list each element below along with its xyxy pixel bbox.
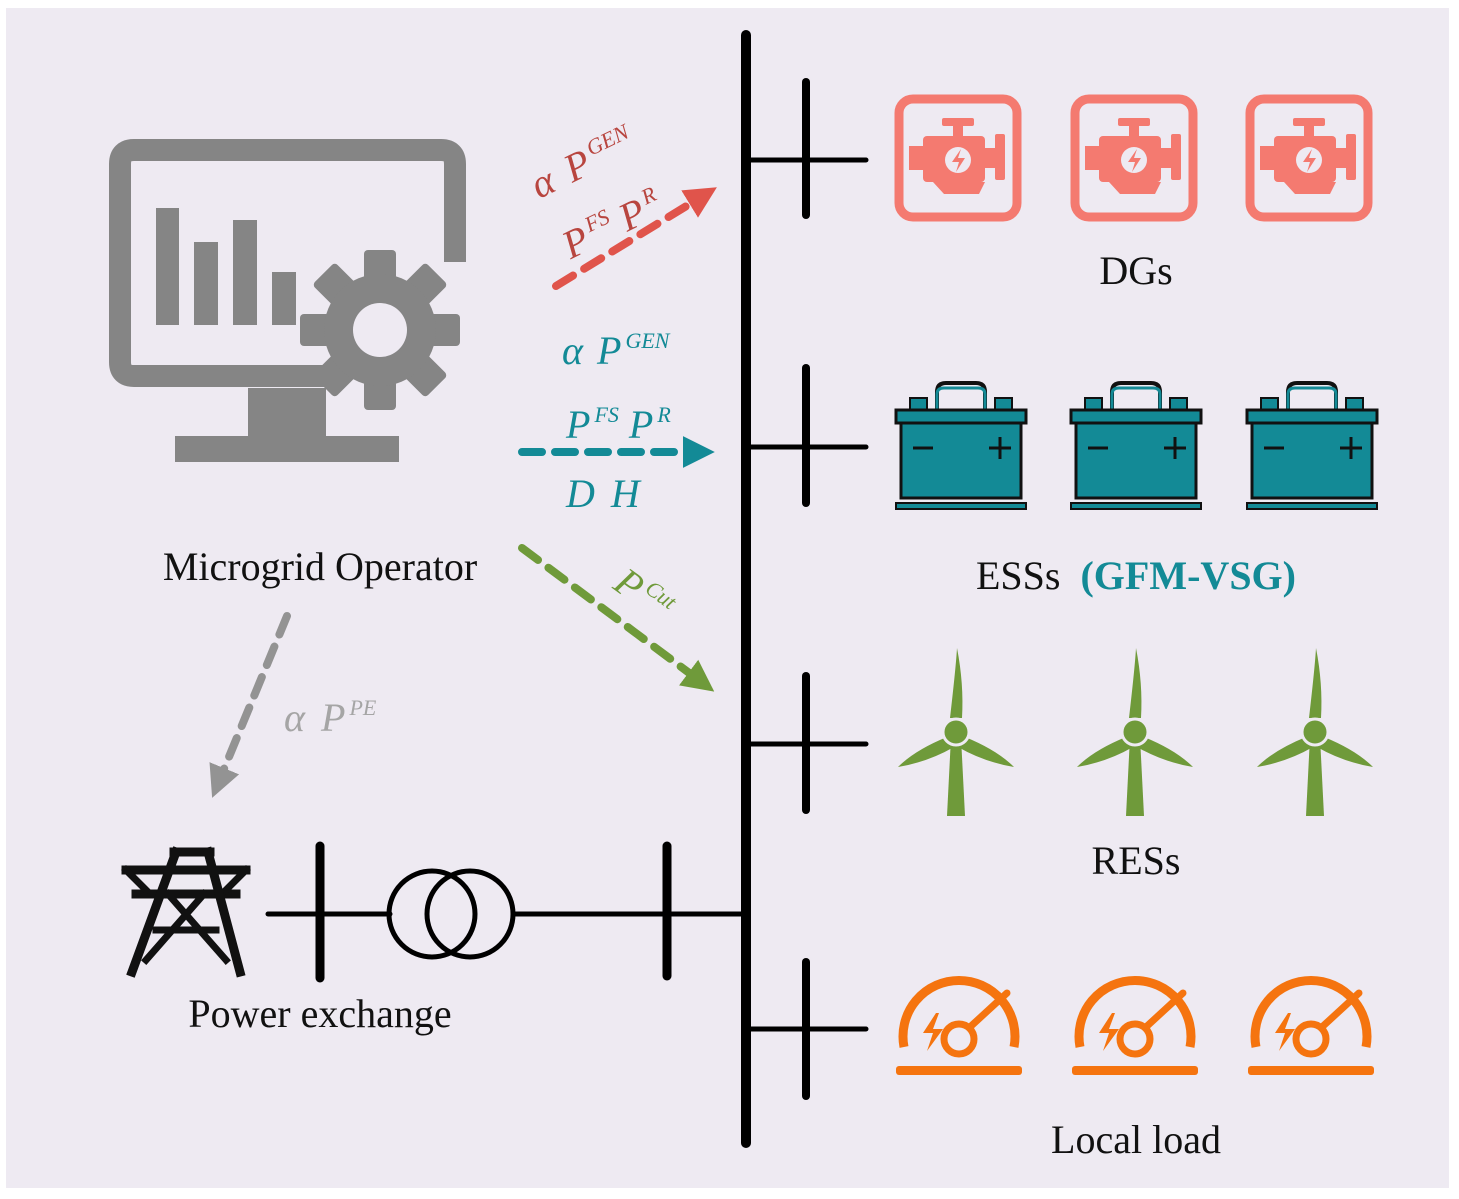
ess-signal-label: α P GEN P FS P R D H [562, 328, 671, 516]
res-signal-arrow [518, 544, 715, 692]
ess-mode-label: (GFM-VSG) [1080, 553, 1296, 598]
diagram-panel [6, 8, 1449, 1188]
power-exchange-label: Power exchange [188, 991, 451, 1036]
ess-feeder [743, 364, 869, 507]
local-load-label: Local load [1051, 1117, 1221, 1162]
res-feeder [743, 672, 869, 814]
ess-label-text: ESSs [976, 553, 1061, 598]
operator-label: Microgrid Operator [163, 544, 477, 589]
pe-signal-label: α P PE [284, 695, 377, 740]
monitor-with-bar-chart-and-gear-icon [109, 139, 466, 462]
svg-text:α P PE: α P PE [284, 695, 377, 740]
dg-feeder [743, 78, 869, 219]
svg-text:D H: D H [565, 471, 642, 516]
load-feeder [743, 958, 869, 1100]
ess-label: ESSs (GFM-VSG) [976, 553, 1296, 598]
svg-text:P FS P R: P FS P R [565, 402, 671, 447]
transformer-icon [386, 868, 516, 960]
grid-connection [265, 841, 749, 983]
dgs-label: DGs [1099, 248, 1172, 293]
svg-text:α P GEN: α P GEN [562, 328, 671, 373]
transmission-tower-icon [121, 846, 251, 978]
dg-signal-arrow [552, 187, 717, 290]
pe-signal-arrow [209, 612, 291, 798]
res-label: RESs [1092, 838, 1181, 883]
